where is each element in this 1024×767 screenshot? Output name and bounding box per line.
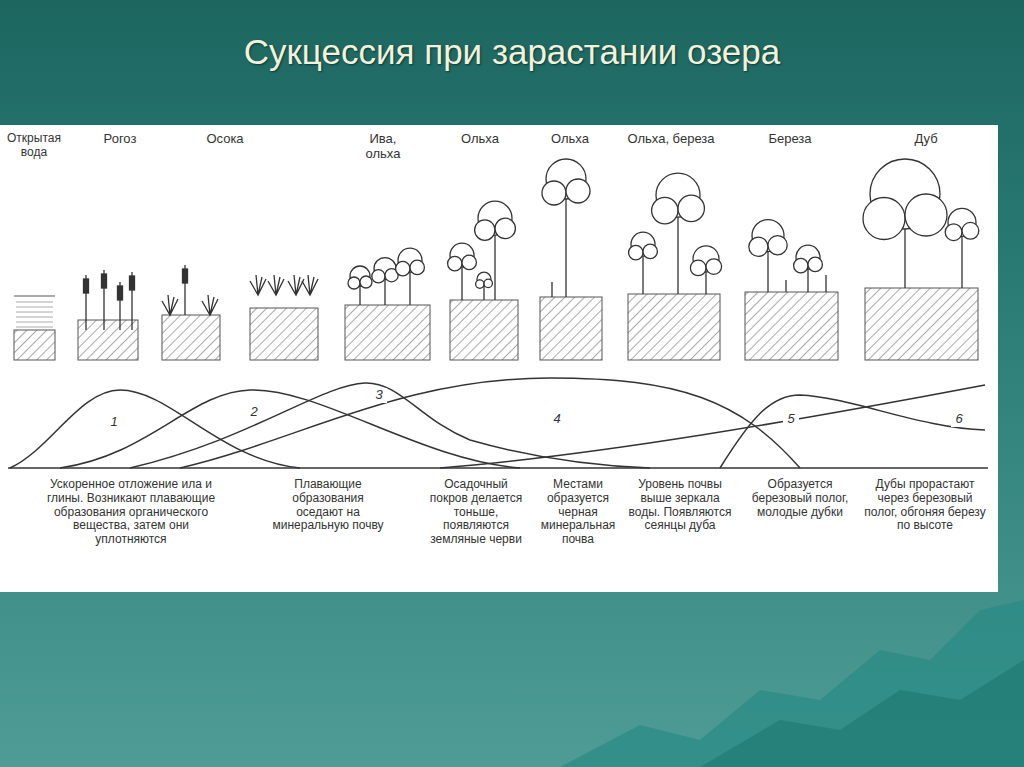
cattail <box>130 276 135 290</box>
stage-label: Рогоз <box>95 132 145 147</box>
soil-block <box>450 300 518 360</box>
sedge <box>268 275 284 295</box>
curve-number: 2 <box>246 405 262 420</box>
tree-crown <box>652 197 678 223</box>
tree-crown <box>794 258 808 272</box>
sedge <box>302 275 318 295</box>
water-line <box>16 317 53 318</box>
sedge <box>202 295 218 315</box>
stage-note: Уровень почвы выше зеркала воды. Появляю… <box>628 478 732 533</box>
sedge <box>162 295 178 315</box>
tree-crown <box>476 280 484 288</box>
sedge <box>288 275 304 295</box>
soil-block <box>162 315 220 360</box>
curve-number: 6 <box>951 412 967 427</box>
water-line <box>14 296 55 297</box>
stage-label: Ольха, береза <box>612 132 730 147</box>
cattail <box>102 274 107 288</box>
tree-crown <box>348 277 360 289</box>
curve-number: 5 <box>783 412 799 427</box>
soil-block <box>345 305 430 360</box>
cattail <box>84 279 89 293</box>
water-line <box>16 302 53 303</box>
tree-crown <box>690 260 706 276</box>
tree-crown <box>542 181 566 205</box>
stage-label: Ива, ольха <box>355 132 411 162</box>
tree-crown <box>629 245 643 259</box>
soil-block <box>14 330 55 360</box>
stage-label: Дуб <box>906 132 946 147</box>
cattail <box>118 286 123 300</box>
seedling <box>825 275 826 292</box>
stage-note: Ускоренное отложение ила и глины. Возник… <box>40 478 222 547</box>
stage-note: Дубы прорастают через березовый полог, о… <box>860 478 990 533</box>
tree-trunk <box>565 187 566 297</box>
tree-crown <box>643 244 657 258</box>
tree-crown <box>462 255 476 269</box>
stage-label: Береза <box>762 132 818 147</box>
tree-crown <box>808 257 822 271</box>
tree-crown <box>768 236 787 255</box>
tree-crown <box>484 279 492 287</box>
stage-label: Ольха <box>545 132 595 147</box>
tree-crown <box>410 260 424 274</box>
soil-block <box>78 320 138 360</box>
soil-block <box>250 308 318 360</box>
tree-crown <box>945 224 962 241</box>
soil-block <box>628 294 720 360</box>
stage-label: Осока <box>200 132 250 147</box>
tree-crown <box>905 194 947 236</box>
stage-label: Открытая вода <box>4 132 64 160</box>
tree-crown <box>863 198 905 240</box>
stage-note: Образуется березовый полог, молодые дубк… <box>742 478 858 519</box>
stage-note: Плавающие образования оседают на минерал… <box>270 478 386 533</box>
tree-crown <box>396 261 410 275</box>
seedling <box>551 282 552 297</box>
water-line <box>16 312 53 313</box>
stage-note: Осадочный покров делается тоньше, появля… <box>428 478 524 547</box>
tree-crown <box>448 256 462 270</box>
tree-crown <box>749 237 768 256</box>
tree-crown <box>962 222 979 239</box>
tree-crown <box>372 270 385 283</box>
water-line <box>16 327 53 328</box>
water-line <box>16 307 53 308</box>
soil-block <box>540 297 602 360</box>
slide-title: Сукцессия при зарастании озера <box>0 32 1024 72</box>
stage-note: Местами образуется черная минеральная по… <box>530 478 626 547</box>
stage-label: Ольха <box>455 132 505 147</box>
tree-crown <box>360 276 372 288</box>
seedling <box>785 280 786 292</box>
tree-trunk <box>494 225 495 300</box>
cattail <box>183 269 188 283</box>
curve-number: 4 <box>549 412 565 427</box>
tree-crown <box>706 259 722 275</box>
tree-crown <box>566 179 590 203</box>
curve-number: 3 <box>371 388 387 403</box>
soil-block <box>865 288 978 360</box>
tree-crown <box>475 220 495 240</box>
tree-crown <box>678 195 704 221</box>
sedge <box>250 275 266 295</box>
curve-number: 1 <box>106 415 122 430</box>
soil-block <box>745 292 838 360</box>
water-line <box>16 322 53 323</box>
tree-crown <box>495 218 515 238</box>
